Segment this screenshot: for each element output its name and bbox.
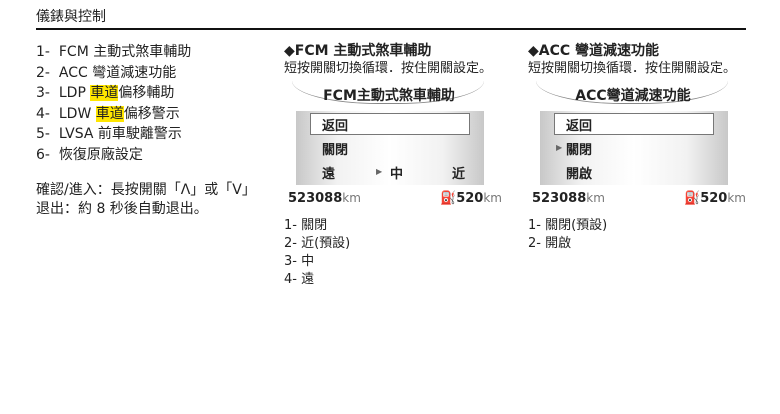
fuel-pump-icon: ⛽ xyxy=(684,191,701,206)
selection-box xyxy=(310,113,470,135)
acc-display-screen: ACC彎道減速功能 返回 ▶ 關閉 開啟 523088km ⛽520km xyxy=(528,81,748,211)
off-option[interactable]: 關閉 xyxy=(322,143,349,158)
diamond-bullet-icon: ◆ xyxy=(284,43,295,59)
screen-arc xyxy=(536,81,728,104)
back-option[interactable]: 返回 xyxy=(322,119,349,134)
odometer: 523088km xyxy=(288,191,361,206)
screen-body: 返回 關閉 遠 ▶ 中 近 xyxy=(296,111,484,185)
fuel-range: ⛽520km xyxy=(684,191,746,206)
fcm-panel: ◆FCM 主動式煞車輔助 短按開關切換循環．按住開關設定。 FCM主動式煞車輔助… xyxy=(284,42,514,289)
back-option[interactable]: 返回 xyxy=(566,119,593,134)
fuel-pump-icon: ⛽ xyxy=(440,191,457,206)
menu-list: 1- FCM 主動式煞車輔助 2- ACC 彎道減速功能 3- LDP 車道偏移… xyxy=(36,42,266,219)
list-item: 2- 開啟 xyxy=(528,236,572,251)
menu-item: 1- FCM 主動式煞車輔助 xyxy=(36,44,192,60)
near-option[interactable]: 近 xyxy=(452,167,466,182)
list-item: 1- 關閉(預設) xyxy=(528,218,608,233)
menu-item: 5- LVSA 前車駛離警示 xyxy=(36,126,182,143)
menu-item: 6- 恢復原廠設定 xyxy=(36,146,143,163)
triangle-right-icon: ▶ xyxy=(376,167,383,176)
far-option[interactable]: 遠 xyxy=(322,167,336,182)
acc-option-list: 1- 關閉(預設) 2- 開啟 xyxy=(528,217,758,253)
menu-item: 4- LDW 車道偏移警示 xyxy=(36,105,180,122)
acc-panel: ◆ACC 彎道減速功能 短按開關切換循環．按住開關設定。 ACC彎道減速功能 返… xyxy=(528,42,758,253)
mid-option[interactable]: 中 xyxy=(390,167,404,182)
list-item: 3- 中 xyxy=(284,254,315,269)
screen-title: FCM主動式煞車輔助 xyxy=(323,88,455,104)
highlight-text: 車道 xyxy=(95,105,124,122)
fcm-heading: ◆FCM 主動式煞車輔助 xyxy=(284,43,432,59)
off-option[interactable]: 關閉 xyxy=(566,143,593,158)
fcm-display-screen: FCM主動式煞車輔助 返回 關閉 遠 ▶ 中 近 523088km ⛽520km xyxy=(284,81,504,211)
acc-heading: ◆ACC 彎道減速功能 xyxy=(528,43,660,59)
list-item: 4- 遠 xyxy=(284,272,315,287)
diamond-bullet-icon: ◆ xyxy=(528,43,539,59)
fcm-option-list: 1- 關閉 2- 近(預設) 3- 中 4- 遠 xyxy=(284,217,514,289)
menu-item: 2- ACC 彎道減速功能 xyxy=(36,64,177,81)
list-item: 2- 近(預設) xyxy=(284,236,351,251)
list-item: 1- 關閉 xyxy=(284,218,328,233)
page-header: 儀錶與控制 xyxy=(36,6,746,30)
acc-description: 短按開關切換循環．按住開關設定。 xyxy=(528,61,737,76)
section-title: 儀錶與控制 xyxy=(36,9,106,25)
on-option[interactable]: 開啟 xyxy=(566,167,593,182)
triangle-right-icon: ▶ xyxy=(556,143,563,152)
odometer: 523088km xyxy=(532,191,605,206)
screen-arc xyxy=(292,81,484,104)
menu-item: 3- LDP 車道偏移輔助 xyxy=(36,85,175,102)
instruction-note: 確認/進入：長按開關「Λ」或「V」 退出：約 8 秒後自動退出。 xyxy=(36,181,256,217)
fcm-description: 短按開關切換循環．按住開關設定。 xyxy=(284,61,493,76)
screen-title: ACC彎道減速功能 xyxy=(575,88,691,104)
highlight-text: 車道 xyxy=(90,85,119,102)
fuel-range: ⛽520km xyxy=(440,191,502,206)
selection-box xyxy=(554,113,714,135)
screen-body: 返回 ▶ 關閉 開啟 xyxy=(540,111,728,185)
